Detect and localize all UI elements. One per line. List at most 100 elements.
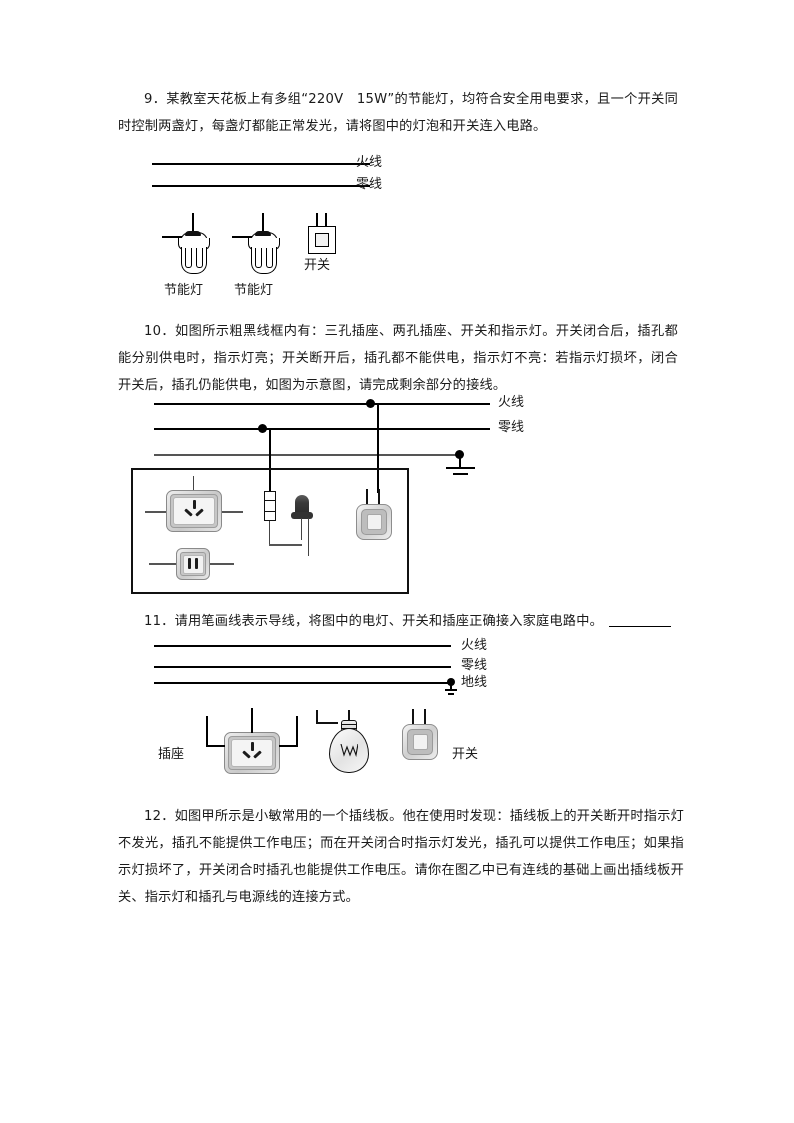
resistor-body	[264, 491, 276, 521]
question-12-text: 12．如图甲所示是小敏常用的一个插线板。他在使用时发现：插线板上的开关断开时指示…	[118, 803, 684, 911]
lamp-tube-inner-right	[196, 248, 203, 268]
switch-inner-square	[315, 233, 329, 247]
cfl-lamp-icon	[162, 213, 213, 275]
led-leg	[300, 518, 303, 540]
question-10-text: 10．如图所示粗黑线框内有：三孔插座、两孔插座、开关和指示灯。开关闭合后，插孔都…	[118, 318, 678, 399]
bulb-filament	[340, 744, 358, 757]
socket-slot-ground	[250, 742, 254, 751]
bulb-glass	[329, 728, 369, 773]
three-hole-socket-icon	[166, 490, 222, 532]
switch-rocker	[412, 734, 428, 750]
lamp-stem	[192, 213, 194, 233]
figure-9-live-label: 火线	[356, 155, 383, 170]
figure-11: 火线 零线 地线 插座	[118, 636, 688, 796]
wall-switch-icon	[353, 489, 395, 545]
figure-11-socket-label: 插座	[158, 747, 185, 762]
figure-11-neutral-wire	[154, 666, 451, 668]
led-leg-extension	[308, 518, 310, 556]
figure-11-neutral-label: 零线	[461, 658, 488, 673]
socket-lead-left-horizontal	[206, 745, 225, 747]
led-flange	[291, 512, 313, 519]
figure-10: 火线 零线	[118, 395, 678, 600]
figure-9-lamp2-label: 节能灯	[234, 283, 274, 298]
switch-lead-right	[325, 213, 327, 227]
question-12-body: 12．如图甲所示是小敏常用的一个插线板。他在使用时发现：插线板上的开关断开时指示…	[118, 809, 684, 905]
lamp-lead-wire	[232, 236, 252, 238]
resistor-band-1	[264, 500, 276, 502]
socket3-lead-right	[222, 511, 243, 513]
figure-9-neutral-label: 零线	[356, 177, 383, 192]
switch-lead-left	[366, 489, 368, 506]
lamp-band	[185, 231, 201, 236]
ground-bar-short	[448, 693, 454, 695]
cfl-lamp-icon	[232, 213, 283, 275]
resistor-band-2	[264, 511, 276, 513]
lamp-lead-wire	[162, 236, 182, 238]
bulb-lead-horizontal	[316, 722, 338, 724]
ground-stem	[459, 457, 461, 468]
socket3-lead-top	[193, 476, 195, 490]
socket3-lead-left	[145, 511, 166, 513]
question-9-body: 9．某教室天花板上有多组“220V 15W”的节能灯，均符合安全用电要求，且一个…	[118, 92, 678, 134]
ground-node	[447, 678, 455, 686]
socket-slot-left	[188, 558, 191, 569]
ground-icon	[441, 678, 461, 696]
switch-lead-right	[378, 489, 380, 506]
figure-10-neutral-drop	[269, 428, 271, 491]
figure-11-ground-label: 地线	[461, 675, 488, 690]
switch-lead-left	[412, 709, 414, 726]
socket-lead-right-vertical	[296, 716, 298, 746]
three-hole-socket-icon	[224, 732, 280, 774]
indicator-led-icon	[291, 495, 313, 540]
figure-10-live-label: 火线	[498, 395, 525, 410]
figure-10-neutral-wire	[154, 428, 490, 430]
figure-11-live-wire	[154, 645, 451, 647]
ground-bar-long	[446, 467, 475, 470]
switch-bezel	[407, 729, 433, 755]
socket2-lead-right	[210, 563, 234, 565]
socket-lead-left-vertical	[206, 716, 208, 746]
lamp-band	[255, 231, 271, 236]
ground-icon	[443, 450, 477, 476]
ground-stem	[450, 684, 452, 690]
socket-face	[182, 554, 204, 574]
light-bulb-icon	[316, 710, 372, 776]
bulb-thread-1	[341, 724, 357, 726]
lamp-tube-inner-left	[185, 248, 192, 268]
lamp-tube-inner-left	[255, 248, 262, 268]
ground-node	[455, 450, 464, 459]
question-11-text: 11．请用笔画线表示导线，将图中的电灯、开关和插座正确接入家庭电路中。	[118, 608, 688, 635]
figure-9-switch-label: 开关	[304, 258, 331, 273]
figure-11-ground-wire	[154, 682, 451, 684]
figure-9: 火线 零线 节能灯 节能灯	[118, 155, 678, 305]
figure-11-switch-label: 开关	[452, 747, 479, 762]
socket-slot-right	[195, 558, 198, 569]
figure-10-live-drop	[377, 403, 379, 493]
figure-10-black-frame	[131, 468, 409, 594]
switch-lead-left	[316, 213, 318, 227]
resistor-led-link	[269, 544, 302, 546]
wall-switch-icon	[399, 709, 441, 765]
figure-10-live-wire	[154, 403, 490, 405]
ground-bar-short	[453, 473, 468, 475]
resistor-bottom-lead	[269, 521, 271, 545]
switch-lead-right	[424, 709, 426, 726]
junction-node-neutral	[258, 424, 267, 433]
ground-bar-long	[445, 689, 457, 691]
question-10-body: 10．如图所示粗黑线框内有：三孔插座、两孔插座、开关和指示灯。开关闭合后，插孔都…	[118, 324, 678, 393]
lamp-stem	[262, 213, 264, 233]
question-9-text: 9．某教室天花板上有多组“220V 15W”的节能灯，均符合安全用电要求，且一个…	[118, 86, 678, 140]
socket-lead-top	[251, 708, 253, 733]
figure-10-neutral-label: 零线	[498, 420, 525, 435]
two-hole-socket-icon	[176, 548, 210, 580]
socket2-lead-left	[149, 563, 176, 565]
question-11-body: 11．请用笔画线表示导线，将图中的电灯、开关和插座正确接入家庭电路中。	[144, 614, 603, 629]
answer-blank[interactable]	[608, 626, 671, 627]
bulb-stem-wire	[348, 710, 350, 722]
led-dome	[295, 495, 309, 515]
figure-11-live-label: 火线	[461, 638, 488, 653]
figure-9-live-wire	[152, 163, 370, 165]
socket-lead-right-horizontal	[279, 745, 298, 747]
bulb-lead-vertical	[316, 710, 318, 723]
